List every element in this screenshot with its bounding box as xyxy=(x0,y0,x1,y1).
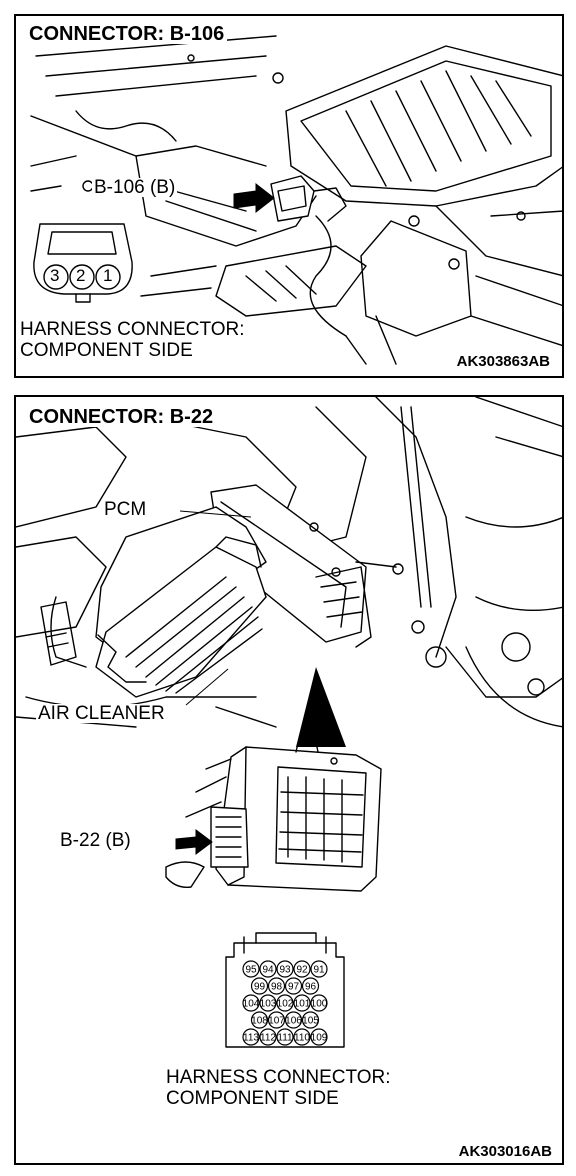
engine-bay-illustration-b106 xyxy=(30,35,562,365)
pin-98-label: 98 xyxy=(271,982,283,993)
pin-98-circle xyxy=(267,977,286,995)
pin-99-label: 99 xyxy=(254,982,266,993)
pin-97-circle xyxy=(284,977,303,995)
harness-caption-line2: COMPONENT SIDE xyxy=(20,340,193,361)
pcm-label: PCM xyxy=(102,499,149,520)
pin-93-label: 93 xyxy=(279,965,291,976)
pin-111-label: 111 xyxy=(277,1033,293,1044)
pin-109-circle xyxy=(310,1028,328,1046)
pin-95-circle xyxy=(242,960,260,978)
pin-108-circle xyxy=(250,1011,269,1029)
pin-2-label: 2 xyxy=(76,266,86,285)
pin-102-circle xyxy=(276,994,294,1012)
pin-92-circle xyxy=(293,960,311,978)
pin-105-label: 105 xyxy=(302,1016,319,1027)
connector-b106-title: CONNECTOR: B-106 xyxy=(26,24,228,44)
harness-caption-line2: COMPONENT SIDE xyxy=(166,1088,339,1109)
pin-101-circle xyxy=(293,994,311,1012)
pin-107-label: 107 xyxy=(268,1016,285,1027)
b106-harness-caption: HARNESS CONNECTOR: COMPONENT SIDE xyxy=(20,319,249,361)
harness-caption-line1: HARNESS CONNECTOR: xyxy=(166,1067,391,1088)
figure-code-top: AK303863AB xyxy=(454,353,552,370)
pin-104-circle xyxy=(242,994,260,1012)
pin-105-circle xyxy=(301,1011,320,1029)
pin-96-label: 96 xyxy=(305,982,317,993)
pin-106-circle xyxy=(284,1011,303,1029)
pin-103-circle xyxy=(259,994,277,1012)
pin-94-label: 94 xyxy=(262,965,274,976)
pin-101-label: 101 xyxy=(294,999,311,1010)
b22-callout-label: B-22 (B) xyxy=(58,830,133,851)
harness-caption-line1: HARNESS CONNECTOR: xyxy=(20,319,245,340)
pin-97-label: 97 xyxy=(288,982,300,993)
pin-103-label: 103 xyxy=(260,999,277,1010)
pin-1-label: 1 xyxy=(103,266,113,285)
pin-95-label: 95 xyxy=(245,965,257,976)
pin-91-circle xyxy=(310,960,328,978)
pin-111-circle xyxy=(276,1028,294,1046)
pin-108-label: 108 xyxy=(251,1016,268,1027)
pin-109-label: 109 xyxy=(311,1033,328,1044)
pin-113-circle xyxy=(242,1028,260,1046)
pin-102-label: 102 xyxy=(277,999,294,1010)
pin-99-circle xyxy=(250,977,269,995)
pin-107-circle xyxy=(267,1011,286,1029)
figure-code-bottom: AK303016AB xyxy=(458,1143,552,1160)
pin-91-label: 91 xyxy=(313,965,325,976)
pin-112-circle xyxy=(259,1028,277,1046)
pin-93-circle xyxy=(276,960,294,978)
pin-100-label: 100 xyxy=(311,999,328,1010)
pin-106-label: 106 xyxy=(285,1016,302,1027)
pin-96-circle xyxy=(301,977,320,995)
b22-harness-caption: HARNESS CONNECTOR: COMPONENT SIDE xyxy=(166,1067,391,1109)
pin-3-label: 3 xyxy=(50,266,60,285)
b106-connector-face xyxy=(33,223,133,303)
pin-112-label: 112 xyxy=(260,1033,276,1044)
pin-100-circle xyxy=(310,994,328,1012)
pin-110-circle xyxy=(293,1028,311,1046)
b106-callout-label: B-106 (B) xyxy=(92,177,178,198)
pin-104-label: 104 xyxy=(243,999,260,1010)
pin-110-label: 110 xyxy=(294,1033,310,1044)
connector-b106-panel: CONNECTOR: B-106 B-106 (B) 3 2 1 HARNESS… xyxy=(14,14,564,378)
pin-94-circle xyxy=(259,960,277,978)
connector-b22-title: CONNECTOR: B-22 xyxy=(26,407,217,427)
air-cleaner-label: AIR CLEANER xyxy=(36,703,167,724)
pin-113-label: 113 xyxy=(243,1033,259,1044)
pin-92-label: 92 xyxy=(296,965,308,976)
